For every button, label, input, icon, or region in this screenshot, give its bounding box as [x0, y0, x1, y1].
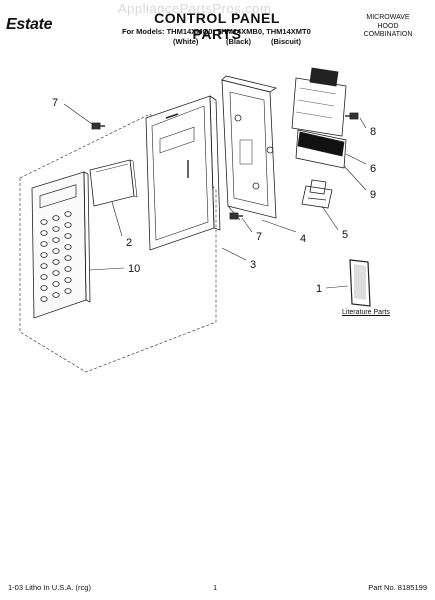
- callout-5: 5: [342, 229, 348, 241]
- screw-part: [345, 112, 359, 120]
- watermark-text: AppliancePartsPros.com: [118, 1, 272, 16]
- keypad-key: [40, 274, 48, 280]
- keypad-key: [52, 259, 60, 265]
- keypad-key: [52, 215, 60, 221]
- keypad-key: [64, 277, 72, 283]
- keypad-key: [52, 226, 60, 232]
- keypad-key: [52, 237, 60, 243]
- brand-logo: Estate: [6, 16, 53, 33]
- variant-white: (White): [173, 37, 199, 46]
- variant-black: (Black): [226, 37, 252, 46]
- screw-part: [91, 122, 105, 130]
- literature-part: [349, 259, 371, 307]
- keypad-key-grid: [40, 211, 72, 302]
- keypad-key: [40, 285, 48, 291]
- callout-4: 4: [300, 233, 306, 245]
- footer-part-number: Part No. 8185199: [368, 583, 427, 592]
- keypad-key: [64, 266, 72, 272]
- screw-part: [229, 212, 243, 220]
- variant-biscuit: (Biscuit): [271, 37, 301, 46]
- keypad-key: [52, 270, 60, 276]
- keypad-key: [64, 233, 72, 239]
- mounting-bracket-part: [301, 179, 333, 209]
- keypad-key: [64, 288, 72, 294]
- keypad-key: [52, 281, 60, 287]
- keypad-key: [40, 241, 48, 247]
- callout-2: 2: [126, 237, 132, 249]
- page-number: 1: [213, 583, 218, 592]
- keypad-key: [40, 252, 48, 258]
- callout-9: 9: [370, 189, 376, 201]
- footer-print-info: 1-03 Litho In U.S.A. (rcg): [8, 583, 91, 592]
- circuit-board-bracket-part: [221, 75, 277, 221]
- keypad-key: [40, 263, 48, 269]
- keypad-key: [64, 211, 72, 217]
- keypad-key: [52, 248, 60, 254]
- category-line: HOOD: [377, 22, 399, 30]
- callout-3: 3: [250, 259, 256, 271]
- display-window-part: [89, 159, 138, 207]
- keypad-key: [40, 230, 48, 236]
- callout-1: 1: [316, 283, 322, 295]
- callout-8: 8: [370, 126, 376, 138]
- keypad-key: [64, 255, 72, 261]
- keypad-key: [40, 219, 48, 225]
- control-panel-frame-part: [145, 95, 221, 251]
- page-title: CONTROL PANEL PARTS: [154, 10, 280, 42]
- keypad-key: [64, 244, 72, 250]
- product-category: MICROWAVE HOOD COMBINATION: [353, 14, 423, 40]
- assembly-outline: [19, 113, 217, 373]
- lower-board-part: [295, 129, 347, 169]
- models-line: For Models: THM14XMQ0, THM14XMB0, THM14X…: [122, 27, 311, 36]
- upper-board-part: [291, 67, 347, 137]
- callout-10: 10: [128, 263, 140, 275]
- callout-6: 6: [370, 163, 376, 175]
- literature-parts-label: Literature Parts: [342, 309, 390, 316]
- callout-7: 7: [52, 97, 58, 109]
- keypad-key: [52, 292, 60, 298]
- callout-7-lower: 7: [256, 231, 262, 243]
- category-line: COMBINATION: [363, 31, 413, 38]
- membrane-keypad-part: [31, 171, 91, 319]
- keypad-key: [64, 222, 72, 228]
- keypad-key: [40, 296, 48, 302]
- category-line: MICROWAVE: [366, 14, 410, 21]
- leader-lines: [63, 103, 367, 289]
